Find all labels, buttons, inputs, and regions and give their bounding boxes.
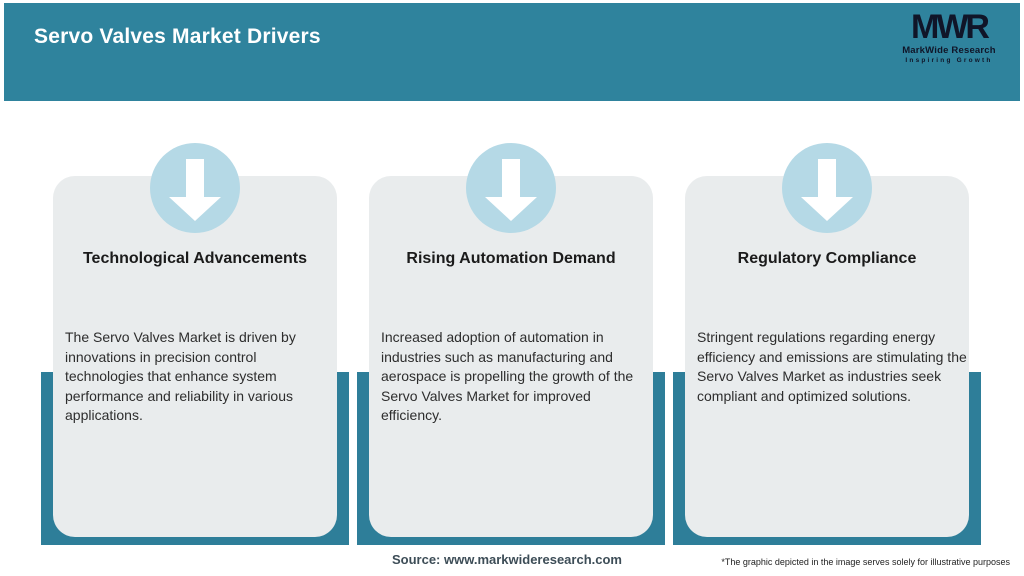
source-text: Source: www.markwideresearch.com	[391, 552, 622, 567]
card	[685, 176, 969, 537]
card	[53, 176, 337, 537]
disclaimer-text: *The graphic depicted in the image serve…	[721, 557, 1010, 567]
logo-name: MarkWide Research	[902, 44, 996, 56]
card	[369, 176, 653, 537]
arrow-circle	[782, 143, 872, 233]
logo-tagline: Inspiring Growth	[905, 56, 993, 64]
arrow-down-icon	[801, 155, 853, 221]
card-heading: Technological Advancements	[82, 250, 308, 267]
card-heading: Regulatory Compliance	[737, 250, 917, 267]
card-body: The Servo Valves Market is driven by inn…	[65, 329, 296, 423]
page-title: Servo Valves Market Drivers	[34, 25, 321, 48]
logo-monogram: MWR	[911, 7, 990, 47]
card-body: Increased adoption of automation in indu…	[381, 329, 634, 423]
arrow-circle	[466, 143, 556, 233]
arrow-down-icon	[485, 155, 537, 221]
mwr-logo: MWR MarkWide Research Inspiring Growth	[890, 7, 1008, 64]
header-bar: Servo Valves Market Drivers MWR MarkWide…	[4, 3, 1020, 101]
arrow-circle	[150, 143, 240, 233]
arrow-down-icon	[169, 155, 221, 221]
card-heading: Rising Automation Demand	[406, 250, 616, 267]
card-body: Stringent regulations regarding energy e…	[697, 329, 967, 404]
